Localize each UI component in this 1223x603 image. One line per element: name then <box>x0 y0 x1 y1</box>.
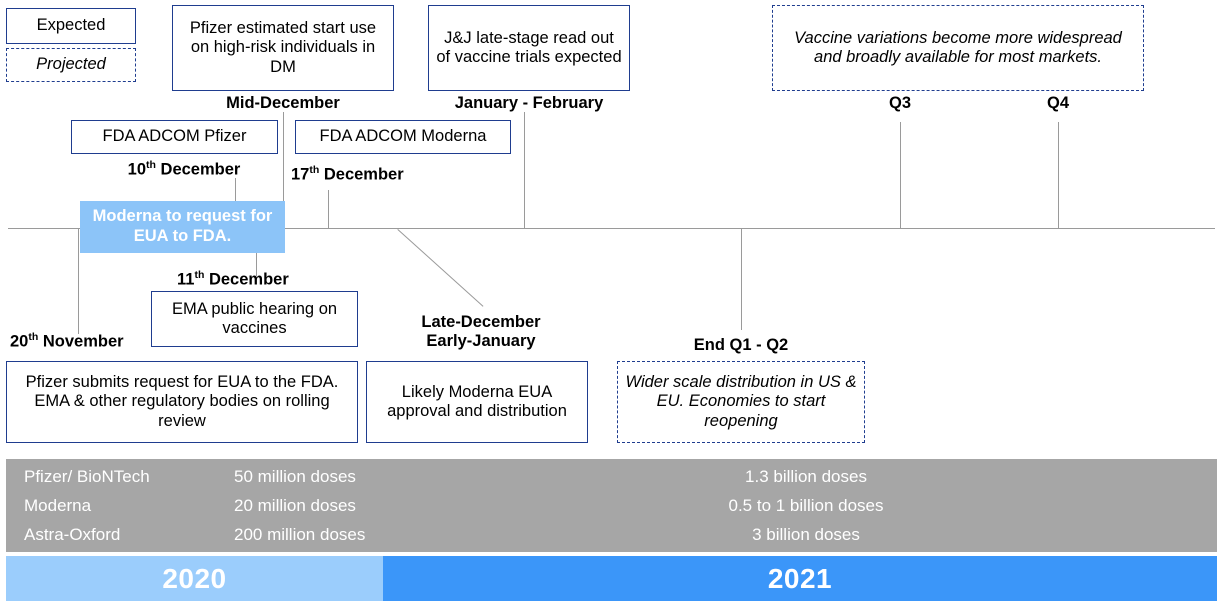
tick-20th-november <box>78 228 80 334</box>
date-line-1: Late-December <box>421 313 541 331</box>
date-label: End Q1 - Q2 <box>693 336 789 354</box>
milestone-jj-readout-text: J&J late-stage read out of vaccine trial… <box>436 28 622 66</box>
timeline-axis <box>8 228 1215 230</box>
milestone-adcom-pfizer-box: FDA ADCOM Pfizer <box>71 120 278 154</box>
milestone-pfizer-start-text: Pfizer estimated start use on high-risk … <box>189 18 377 76</box>
year-bar-2021: 2021 <box>383 556 1217 601</box>
milestone-pfizer-start-date: Mid-December <box>183 94 383 113</box>
tick-january-february <box>524 112 526 229</box>
doses-panel: Pfizer/ BioNTech 50 million doses 1.3 bi… <box>6 459 1217 552</box>
year-2020-label: 2020 <box>162 562 227 594</box>
tick-mid-december <box>283 112 285 229</box>
date-month: December <box>204 270 289 289</box>
year-bar-2020: 2020 <box>6 556 383 601</box>
milestone-pfizer-submit-box: Pfizer submits request for EUA to the FD… <box>6 361 358 443</box>
tick-q3 <box>900 122 902 229</box>
milestone-vaccine-variations-box: Vaccine variations become more widesprea… <box>772 5 1144 91</box>
milestone-moderna-approval-text: Likely Moderna EUA approval and distribu… <box>387 382 567 420</box>
milestone-vaccine-variations-text: Vaccine variations become more widesprea… <box>794 28 1122 66</box>
milestone-adcom-moderna-text: FDA ADCOM Moderna <box>319 127 487 146</box>
doses-2020-0: 50 million doses <box>234 467 356 486</box>
date-label: Q4 <box>1046 94 1069 112</box>
legend-projected-label: Projected <box>36 55 106 74</box>
milestone-adcom-moderna-box: FDA ADCOM Moderna <box>295 120 511 154</box>
legend-expected-box: Expected <box>6 8 136 44</box>
milestone-pfizer-submit-text: Pfizer submits request for EUA to the FD… <box>25 372 339 430</box>
milestone-adcom-moderna-date: 17th December <box>291 164 451 184</box>
milestone-wider-distribution-text: Wider scale distribution in US & EU. Eco… <box>625 372 857 430</box>
doses-2020-2: 200 million doses <box>234 525 366 544</box>
doses-company-2: Astra-Oxford <box>24 525 121 544</box>
date-number: 17 <box>291 165 310 184</box>
date-suffix: th <box>28 331 39 343</box>
date-number: 10 <box>127 160 147 179</box>
milestone-ema-hearing-text: EMA public hearing on vaccines <box>171 299 338 337</box>
date-suffix: th <box>146 159 156 171</box>
doses-2021-1: 0.5 to 1 billion doses <box>728 496 884 515</box>
doses-2021-0: 1.3 billion doses <box>745 467 867 486</box>
milestone-moderna-approval-box: Likely Moderna EUA approval and distribu… <box>366 361 588 443</box>
connector-late-december <box>397 229 484 307</box>
milestone-moderna-approval-date: Late-December Early-January <box>381 313 581 351</box>
milestone-pfizer-submit-date: 20th November <box>10 331 170 351</box>
date-month: November <box>38 332 124 351</box>
date-line-2: Early-January <box>426 331 536 350</box>
milestone-pfizer-start-box: Pfizer estimated start use on high-risk … <box>172 5 394 91</box>
milestone-wider-distribution-box: Wider scale distribution in US & EU. Eco… <box>617 361 865 443</box>
doses-company-0: Pfizer/ BioNTech <box>24 467 150 486</box>
date-label: Mid-December <box>226 94 340 112</box>
milestone-moderna-eua-text: Moderna to request for EUA to FDA. <box>92 207 273 245</box>
tick-end-q1-q2 <box>741 228 743 330</box>
date-month: December <box>319 165 404 184</box>
tick-q4 <box>1058 122 1060 229</box>
legend-projected-box: Projected <box>6 48 136 82</box>
milestone-wider-distribution-date: End Q1 - Q2 <box>661 336 821 355</box>
year-2021-label: 2021 <box>767 562 833 594</box>
doses-2021-2: 3 billion doses <box>752 525 860 544</box>
doses-company-1: Moderna <box>24 496 92 515</box>
milestone-q4-date: Q4 <box>1028 94 1088 113</box>
milestone-q3-date: Q3 <box>870 94 930 113</box>
date-month: December <box>155 160 241 179</box>
milestone-moderna-eua-date: 11th December <box>177 269 337 289</box>
milestone-ema-hearing-box: EMA public hearing on vaccines <box>151 291 358 347</box>
milestone-adcom-pfizer-text: FDA ADCOM Pfizer <box>102 127 247 146</box>
milestone-adcom-pfizer-date: 10th December <box>104 159 264 179</box>
milestone-jj-readout-date: January - February <box>429 94 629 113</box>
date-suffix: th <box>194 269 205 281</box>
milestone-moderna-eua-highlight: Moderna to request for EUA to FDA. <box>80 201 285 253</box>
date-suffix: th <box>309 164 320 176</box>
legend-expected-label: Expected <box>36 16 106 35</box>
date-number: 20 <box>10 332 29 351</box>
doses-2020-1: 20 million doses <box>234 496 356 515</box>
date-label: Q3 <box>888 94 911 112</box>
milestone-jj-readout-box: J&J late-stage read out of vaccine trial… <box>428 5 630 91</box>
tick-adcom-moderna <box>328 190 330 229</box>
date-number: 11 <box>177 270 195 289</box>
date-label: January - February <box>454 94 604 112</box>
